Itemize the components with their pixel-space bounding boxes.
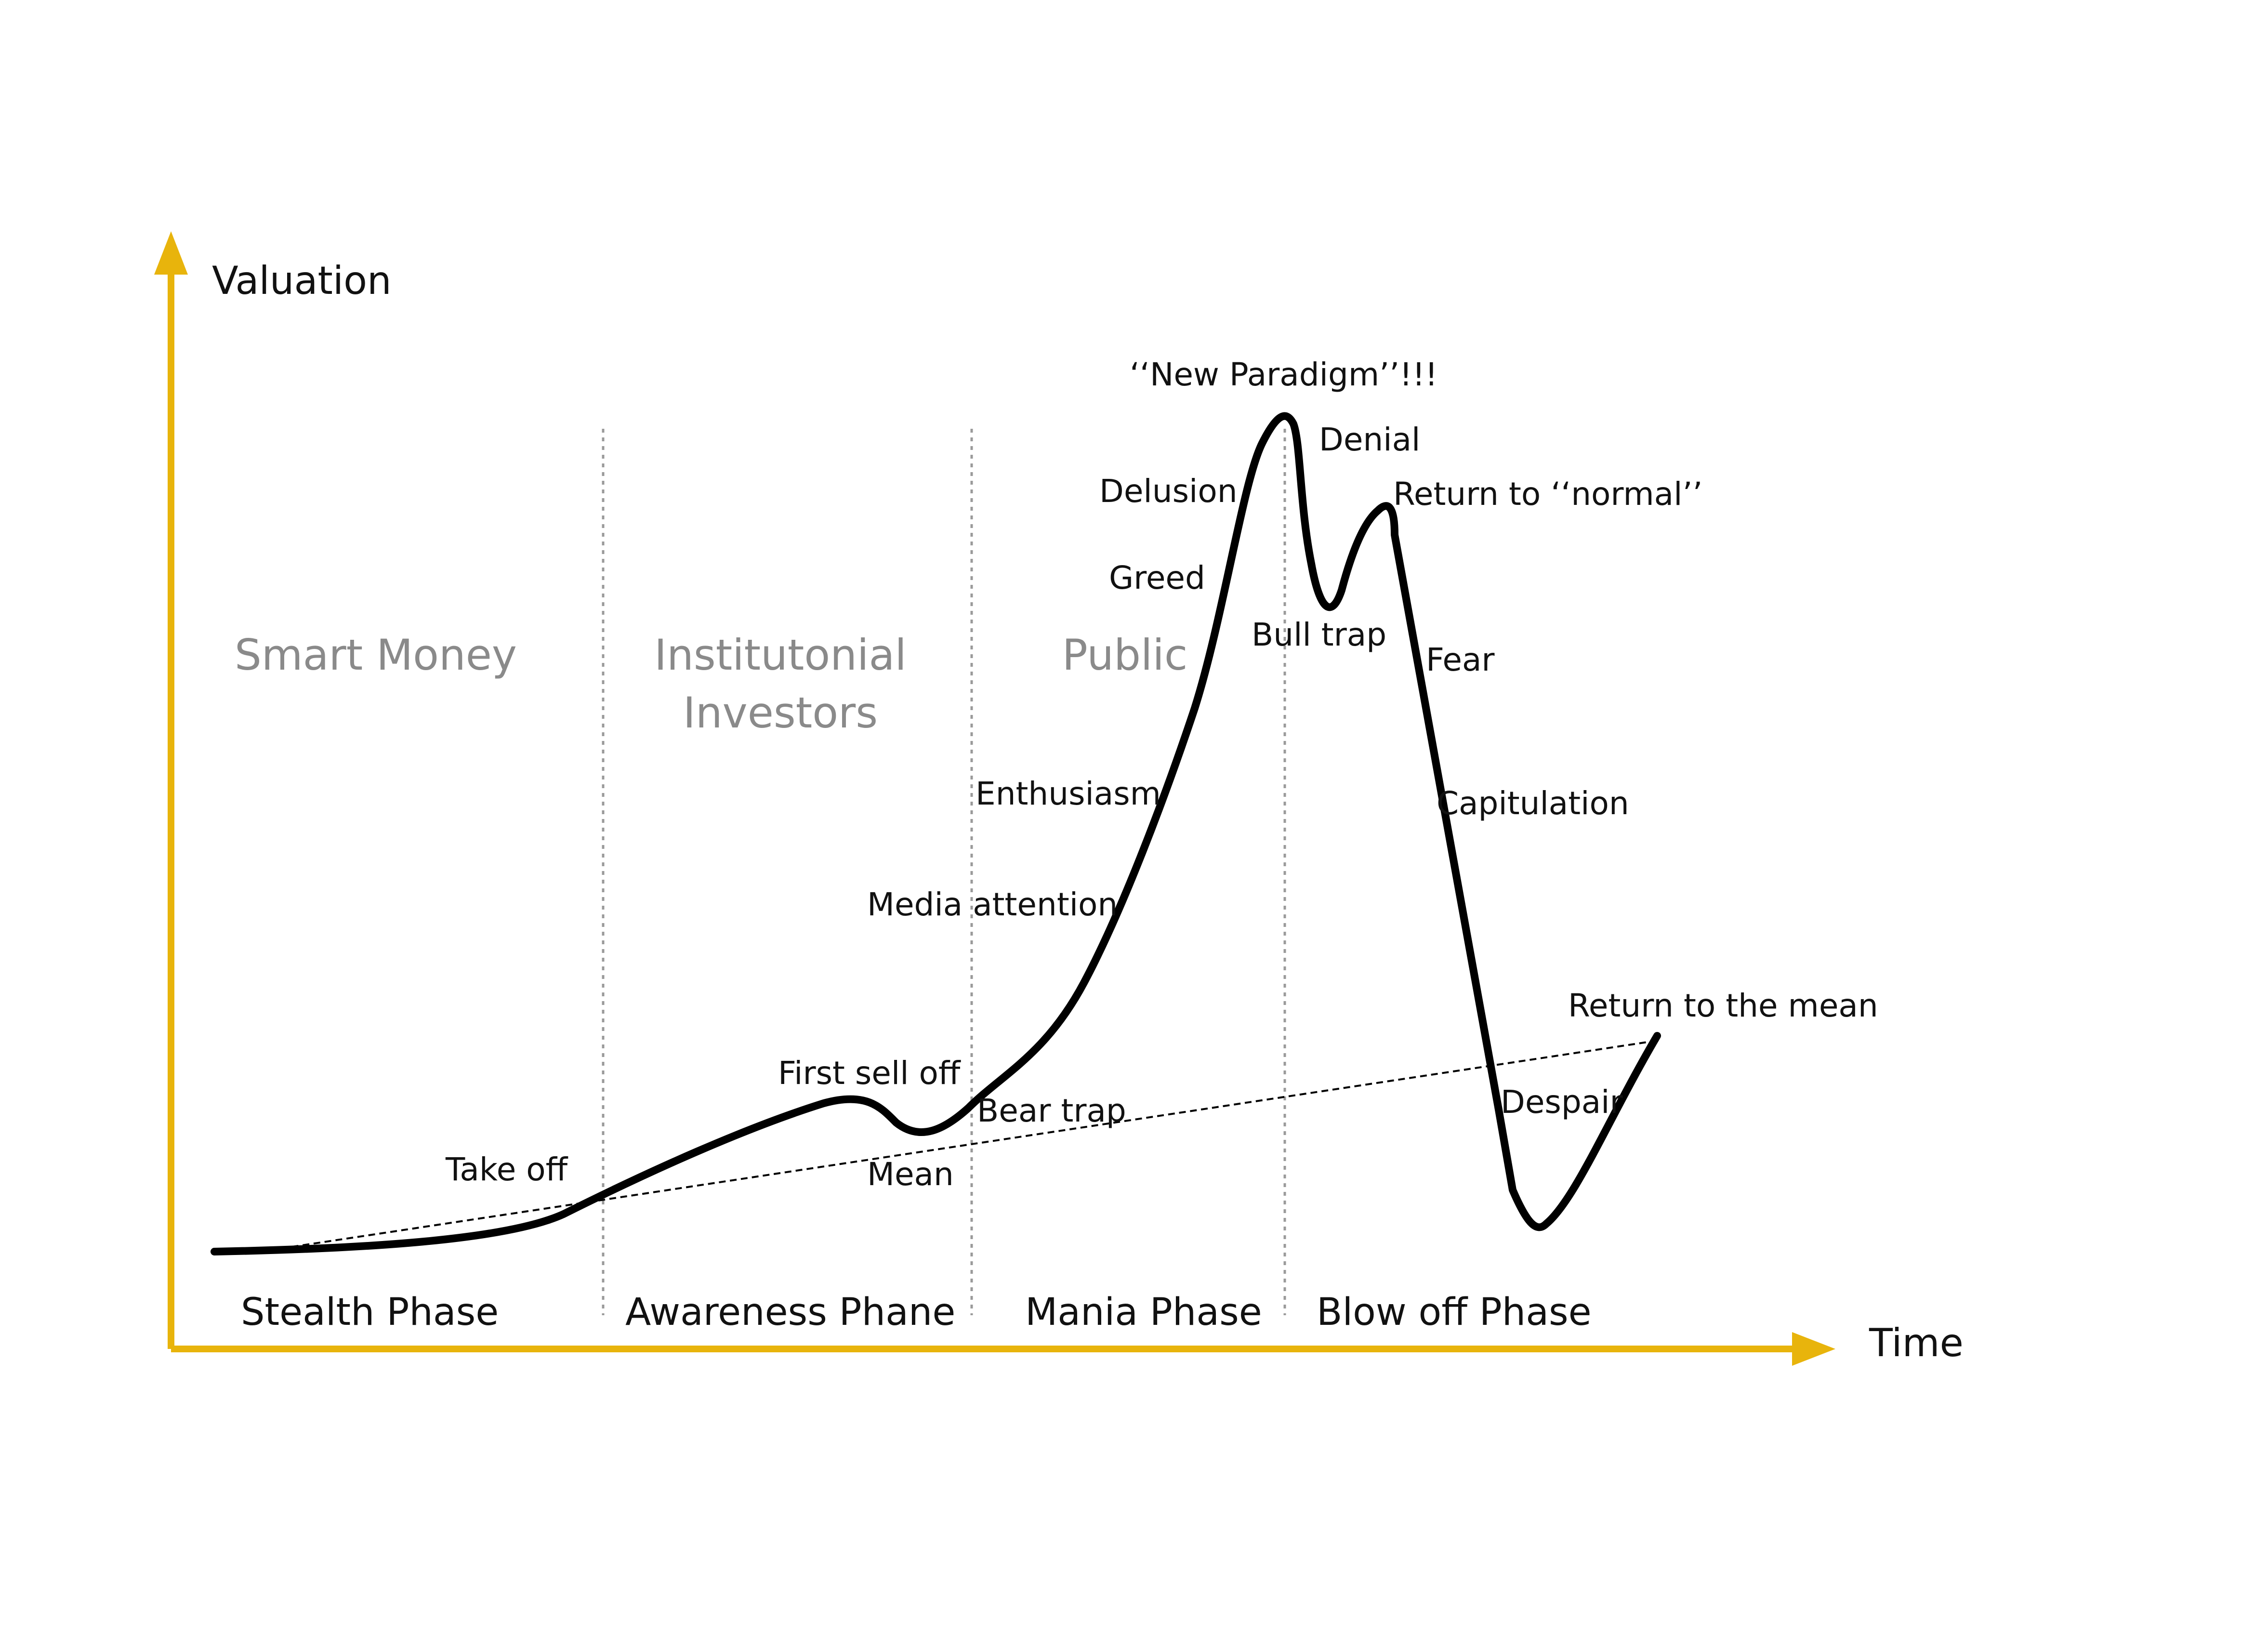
stage-label-despair: Despair xyxy=(1501,1083,1623,1121)
group-label-public: Public xyxy=(1062,630,1187,680)
group-label-smart-money: Smart Money xyxy=(235,630,517,680)
stage-label-bull-trap: Bull trap xyxy=(1252,616,1386,653)
group-label-institutional-line1: Institutonial xyxy=(654,630,907,680)
phase-label-blow-off: Blow off Phase xyxy=(1317,1291,1592,1334)
x-axis-label: Time xyxy=(1869,1321,1964,1365)
phase-label-mania: Mania Phase xyxy=(1025,1291,1262,1334)
stage-label-delusion: Delusion xyxy=(1099,473,1238,510)
stage-label-capitulation: Capitulation xyxy=(1437,785,1629,822)
stage-label-mean: Mean xyxy=(867,1156,954,1193)
stage-label-enthusiasm: Enthusiasm xyxy=(976,775,1161,812)
stage-label-take-off: Take off xyxy=(445,1151,568,1188)
y-axis-arrowhead xyxy=(154,231,188,275)
stage-label-first-sell-off: First sell off xyxy=(778,1055,961,1092)
x-axis-arrowhead xyxy=(1792,1332,1835,1366)
stage-label-fear: Fear xyxy=(1426,641,1495,678)
stage-label-return-to-normal: Return to ‘‘normal’’ xyxy=(1393,476,1702,513)
stage-label-media-attention: Media attention xyxy=(867,886,1118,923)
group-label-institutional-line2: Investors xyxy=(683,688,878,738)
valuation-curve xyxy=(211,412,1661,1255)
stage-label-new-paradigm: ‘‘New Paradigm’’!!! xyxy=(1130,356,1438,393)
stage-label-greed: Greed xyxy=(1109,559,1205,596)
y-axis-label: Valuation xyxy=(212,258,392,303)
phase-label-awareness: Awareness Phane xyxy=(625,1291,955,1334)
stage-label-return-to-the-mean: Return to the mean xyxy=(1568,987,1878,1024)
mean-line xyxy=(269,1040,1658,1251)
stage-label-denial: Denial xyxy=(1319,421,1420,458)
phase-label-stealth: Stealth Phase xyxy=(241,1291,499,1334)
stage-label-bear-trap: Bear trap xyxy=(977,1092,1126,1129)
